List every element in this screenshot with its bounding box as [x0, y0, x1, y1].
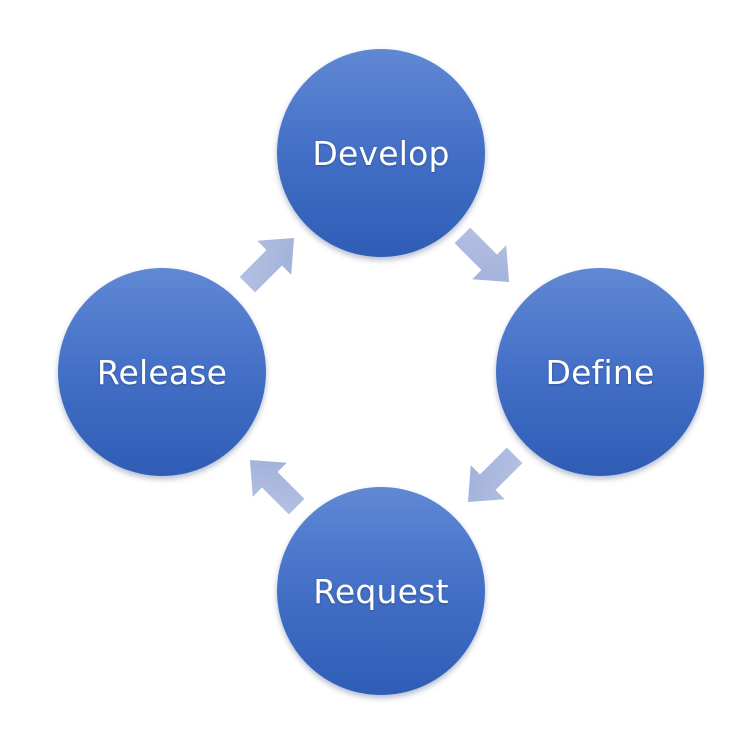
node-release: Release [58, 268, 266, 476]
arrow-request-to-release-icon [249, 459, 305, 515]
node-define-label: Define [545, 352, 655, 392]
node-define: Define [496, 268, 704, 476]
node-develop: Develop [277, 49, 485, 257]
arrow-develop-to-define-icon [454, 227, 510, 283]
node-request-label: Request [313, 571, 449, 611]
node-request: Request [277, 487, 485, 695]
arrow-release-to-develop-icon [239, 237, 295, 293]
node-release-label: Release [96, 352, 228, 392]
arrow-define-to-request-icon [467, 447, 523, 503]
node-develop-label: Develop [312, 133, 450, 173]
